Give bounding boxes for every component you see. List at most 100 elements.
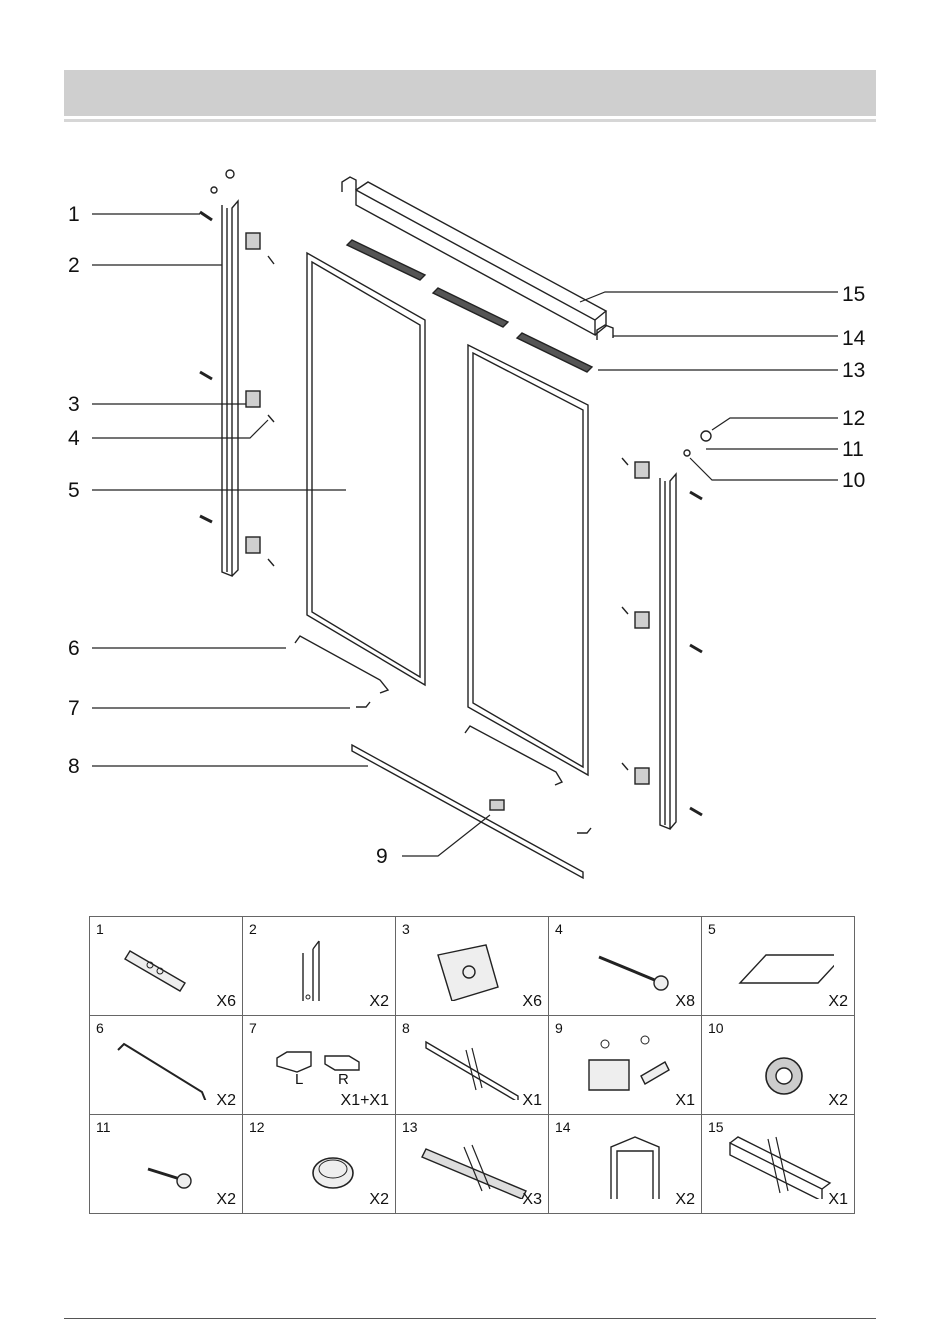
screw-icon [569,931,681,1001]
left-screw [268,559,274,566]
part-number: 1 [96,921,104,937]
part-quantity: X2 [675,1191,695,1209]
end-cap-left [342,177,356,192]
left-plug [200,212,212,220]
left-washer [211,187,217,193]
washer-icon [722,1030,834,1100]
part-cell: 14 X2 [549,1115,702,1214]
part-cell: 13 X3 [396,1115,549,1214]
part-number: 6 [96,1020,104,1036]
bottom-track-icon [416,1030,528,1100]
right-bracket [635,768,649,784]
leader-10 [690,458,838,480]
left-bracket [246,391,260,407]
top-rail-icon [722,1129,834,1199]
part-quantity: X8 [675,993,695,1011]
bottom-guide-icon [569,1030,681,1100]
callout-13: 13 [842,359,865,382]
callout-4: 4 [68,427,80,450]
part-quantity: X2 [828,1092,848,1110]
left-bracket [246,233,260,249]
roller-rail [347,240,425,280]
part-quantity: X2 [369,1191,389,1209]
part-number: 11 [96,1119,111,1135]
callout-12: 12 [842,407,865,430]
wall-profile-icon [263,931,375,1001]
part-cell: 4 X8 [549,917,702,1016]
end-stop [577,828,591,833]
part-cell: 11 X2 [90,1115,243,1214]
footer-rule [64,1318,876,1319]
part-number: 3 [402,921,410,937]
right-bracket [635,462,649,478]
left-screw [268,415,274,422]
left-plug [200,372,212,379]
left-cap [226,170,234,178]
callout-3: 3 [68,393,80,416]
callout-10: 10 [842,469,865,492]
part-quantity: X1+X1 [341,1092,389,1110]
leader-15 [580,292,838,302]
left-screw [268,256,274,264]
part-number: 2 [249,921,257,937]
header-rule [64,119,876,122]
handle-bar-right [465,726,562,785]
header-bar [64,70,876,116]
part-cell: 2 X2 [243,917,396,1016]
part-quantity: X1 [675,1092,695,1110]
handle-bar-icon [110,1030,222,1100]
right-plug [690,808,702,815]
screw-cap-icon [263,1129,375,1199]
callout-15: 15 [842,283,865,306]
part-quantity: X1 [522,1092,542,1110]
callout-14: 14 [842,327,866,350]
roller-rail-icon [416,1129,528,1199]
part-cell: 1 X6 [90,917,243,1016]
part-quantity: X3 [522,1191,542,1209]
callout-1: 1 [68,203,80,226]
part-number: 9 [555,1020,563,1036]
part-number: 4 [555,921,563,937]
bottom-guide [490,800,504,810]
part-number: 8 [402,1020,410,1036]
callout-11: 11 [842,438,864,461]
callout-7: 7 [68,697,80,720]
leader-12 [712,418,838,430]
callout-2: 2 [68,254,80,277]
right-cap [701,431,711,441]
short-screw-icon [110,1129,222,1199]
part-number: 5 [708,921,716,937]
part-quantity: X6 [522,993,542,1011]
left-label: L [295,1071,303,1088]
leader-9 [402,815,490,856]
right-glass-panel [468,345,588,775]
callout-6: 6 [68,637,80,660]
exploded-diagram: 1 2 3 4 5 6 7 8 9 10 11 12 13 14 15 [0,130,932,910]
part-quantity: X1 [828,1191,848,1209]
right-washer [684,450,690,456]
part-cell: 3 X6 [396,917,549,1016]
roller-rail [517,333,592,372]
left-bracket [246,537,260,553]
roller-rail [433,288,508,327]
part-cell: 8 X1 [396,1016,549,1115]
left-glass-panel [307,253,425,685]
glass-panel-icon [722,931,834,1001]
end-cap-icon [569,1129,681,1199]
part-cell: 10 X2 [702,1016,855,1115]
wall-plug-icon [110,931,222,1001]
right-bracket [635,612,649,628]
left-plug [200,516,212,522]
handle-bar-left [295,636,388,693]
callout-9: 9 [376,845,388,868]
part-quantity: X6 [216,993,236,1011]
parts-table: 1 X6 2 X2 3 X6 4 [89,916,855,1214]
right-screw [622,458,628,465]
part-cell: 7 L R X1+X1 [243,1016,396,1115]
left-wall-profile [222,201,238,576]
right-wall-profile [660,474,676,829]
leader-4 [92,420,268,438]
part-quantity: X2 [369,993,389,1011]
part-cell: 6 X2 [90,1016,243,1115]
right-plug [690,645,702,652]
